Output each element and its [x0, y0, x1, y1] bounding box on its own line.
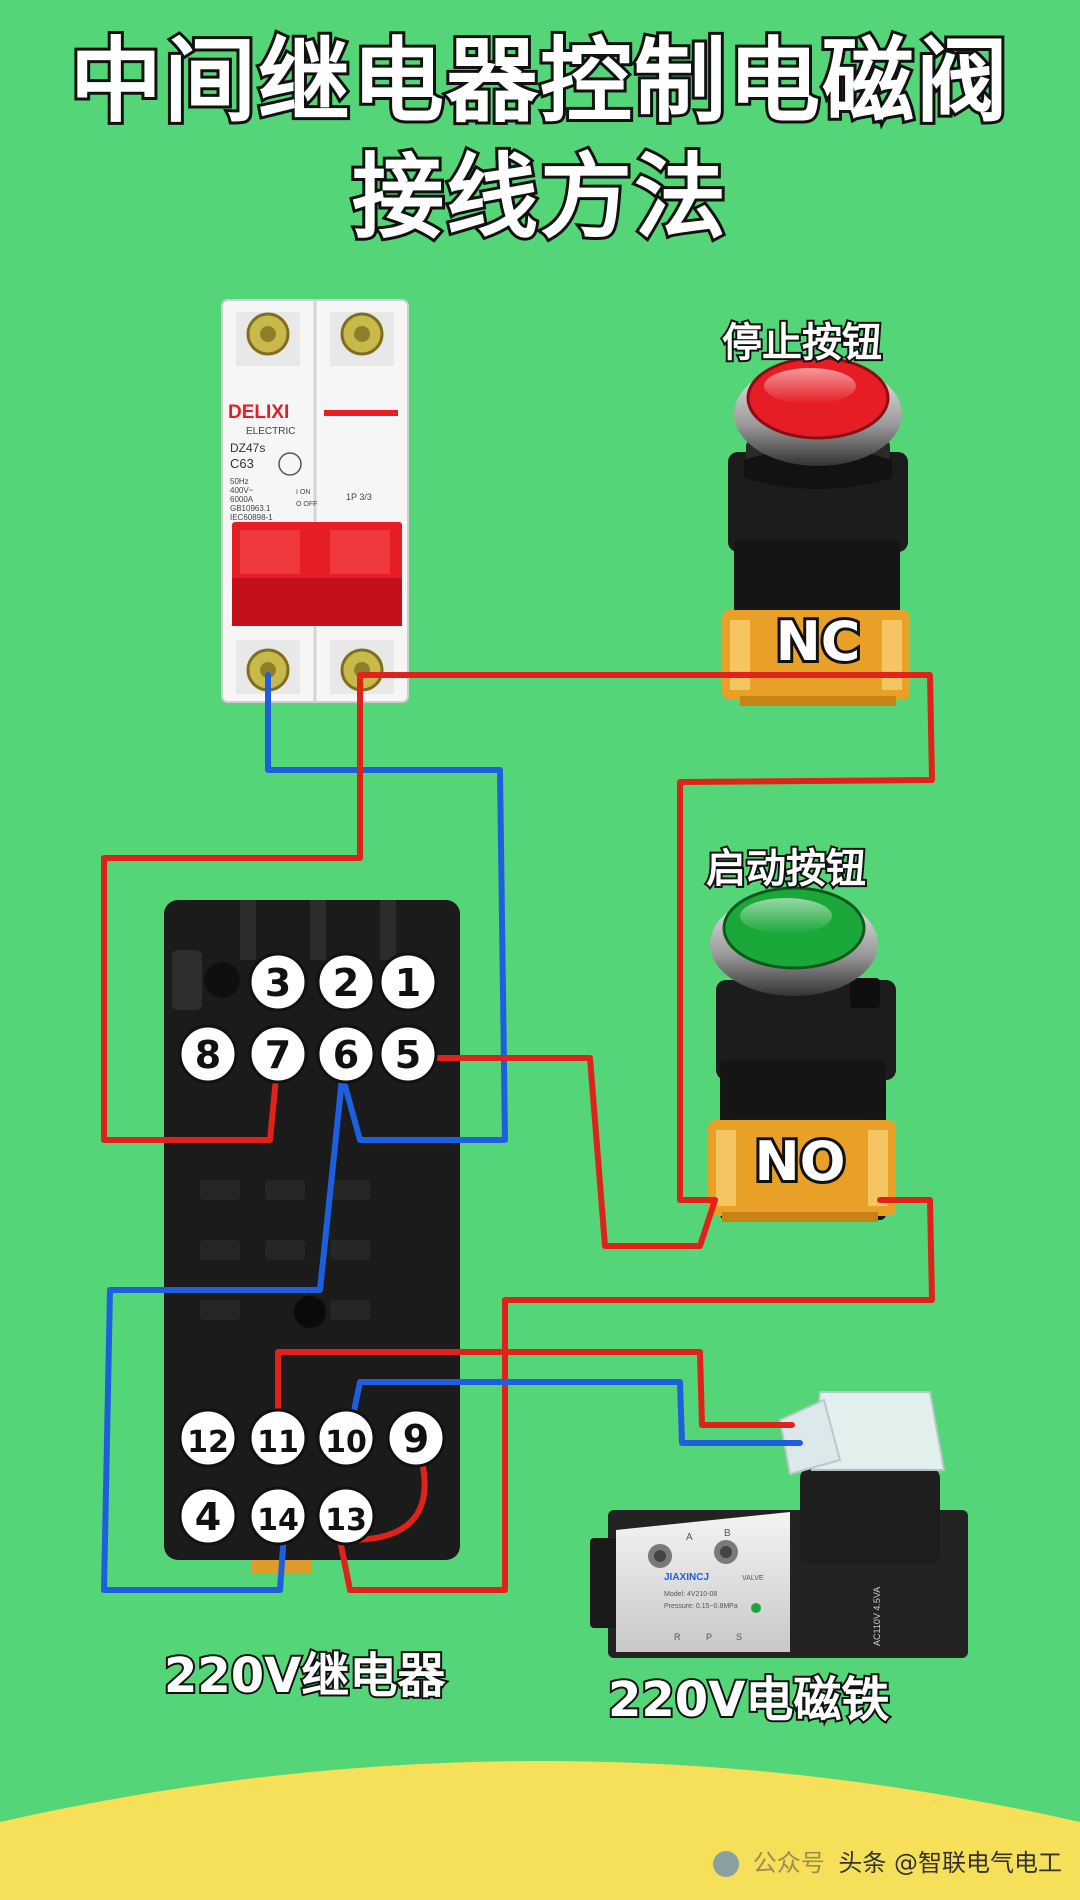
valve-port-a: A — [686, 1532, 693, 1543]
relay-pin-14 — [248, 1486, 308, 1546]
watermark-author: @智联电气电工 — [894, 1849, 1062, 1877]
solenoid-label: 220V电磁铁 — [606, 1670, 891, 1730]
footer-wave — [0, 1761, 1080, 1900]
valve-port-p: P — [706, 1632, 712, 1642]
relay-pin-label-5: 5 — [395, 1033, 421, 1077]
watermark: 公众号 头条 @智联电气电工 — [713, 1843, 1062, 1878]
stop-button-label: 停止按钮 — [720, 318, 884, 368]
valve-port-r: R — [674, 1632, 681, 1642]
relay-pin-12 — [178, 1408, 238, 1468]
relay-pin-9 — [386, 1408, 446, 1468]
relay-pin-11 — [248, 1408, 308, 1468]
relay-pin-label-9: 9 — [403, 1417, 429, 1461]
valve-port-s: S — [736, 1632, 742, 1642]
wire-live-breaker-stop — [359, 672, 935, 1203]
relay-pin-label-6: 6 — [333, 1033, 359, 1077]
relay-pin-5 — [378, 1024, 438, 1084]
start-button: NO — [708, 886, 896, 1222]
relay-pin-3 — [248, 952, 308, 1012]
wire-neutral-relay-10-coil — [345, 1379, 803, 1446]
page-title-line2: 接线方法 — [349, 144, 729, 251]
breaker-off-label: O OFF — [296, 501, 317, 508]
relay-pin-4 — [178, 1486, 238, 1546]
breaker-sub: ELECTRIC — [246, 426, 295, 437]
watermark-prefix: 公众号 — [752, 1849, 825, 1877]
start-contact-label: NO — [754, 1130, 845, 1193]
relay-pin-label-10: 10 — [325, 1425, 367, 1460]
relay-pin-label-2: 2 — [333, 961, 359, 1005]
relay-pin-13 — [316, 1486, 376, 1546]
relay-pin-label-12: 12 — [187, 1425, 229, 1460]
wechat-icon — [713, 1851, 740, 1877]
breaker-brand: DELIXI — [228, 402, 289, 423]
solenoid-valve: A B R P S JIAXINCJ VALVE Model: 4V210-08… — [590, 1391, 968, 1658]
relay-pin-10 — [316, 1408, 376, 1468]
relay-pin-label-13: 13 — [325, 1503, 367, 1538]
relay-pin-label-1: 1 — [395, 961, 421, 1005]
circuit-breaker: DELIXI ELECTRIC DZ47s C63 50Hz 400V~ 600… — [221, 299, 409, 703]
wire-live-relay-11-coil — [275, 1349, 795, 1443]
breaker-spec-0: 50Hz — [230, 477, 249, 486]
relay-pin-2 — [316, 952, 376, 1012]
relay-pin-label-7: 7 — [265, 1033, 291, 1077]
wire-live-start-relay-11 — [333, 1197, 935, 1593]
relay-pin-7 — [248, 1024, 308, 1084]
breaker-spec-2: 6000A — [230, 495, 254, 504]
valve-brand: JIAXINCJ — [664, 1572, 709, 1583]
breaker-rating: C63 — [230, 456, 254, 471]
page-title-line1: 中间继电器控制电磁阀 — [67, 28, 1011, 135]
breaker-spec-1: 400V~ — [230, 486, 254, 495]
breaker-spec-3: GB10963.1 — [230, 504, 271, 513]
breaker-spec-4: IEC60898-1 — [230, 513, 273, 522]
breaker-model: DZ47s — [230, 441, 265, 455]
relay-pin-1 — [378, 952, 438, 1012]
valve-pressure: Pressure: 0.15~0.8MPa — [664, 1603, 738, 1610]
relay-label: 220V继电器 — [162, 1646, 447, 1706]
watermark-platform: 头条 — [838, 1849, 887, 1877]
coil-text: AC110V 4.5VA — [872, 1587, 882, 1646]
valve-text: VALVE — [742, 1575, 764, 1582]
breaker-on-label: I ON — [296, 489, 310, 496]
relay-pin-8 — [178, 1024, 238, 1084]
stop-button: NC — [722, 356, 910, 706]
relay-pin-label-3: 3 — [265, 961, 291, 1005]
valve-model: Model: 4V210-08 — [664, 1591, 717, 1598]
relay-pin-label-8: 8 — [195, 1033, 221, 1077]
stop-contact-label: NC — [776, 610, 861, 673]
valve-port-b: B — [724, 1528, 731, 1539]
relay-pin-label-11: 11 — [257, 1425, 299, 1460]
relay-pin-6 — [316, 1024, 376, 1084]
start-button-label: 启动按钮 — [704, 844, 868, 894]
wire-live-start-relay-5 — [407, 1055, 718, 1249]
relay-pin-label-4: 4 — [195, 1495, 221, 1539]
breaker-extra: 1P 3/3 — [346, 492, 372, 502]
relay-pin-label-14: 14 — [257, 1503, 299, 1538]
wire-live-relay-8-7 — [101, 672, 363, 1143]
